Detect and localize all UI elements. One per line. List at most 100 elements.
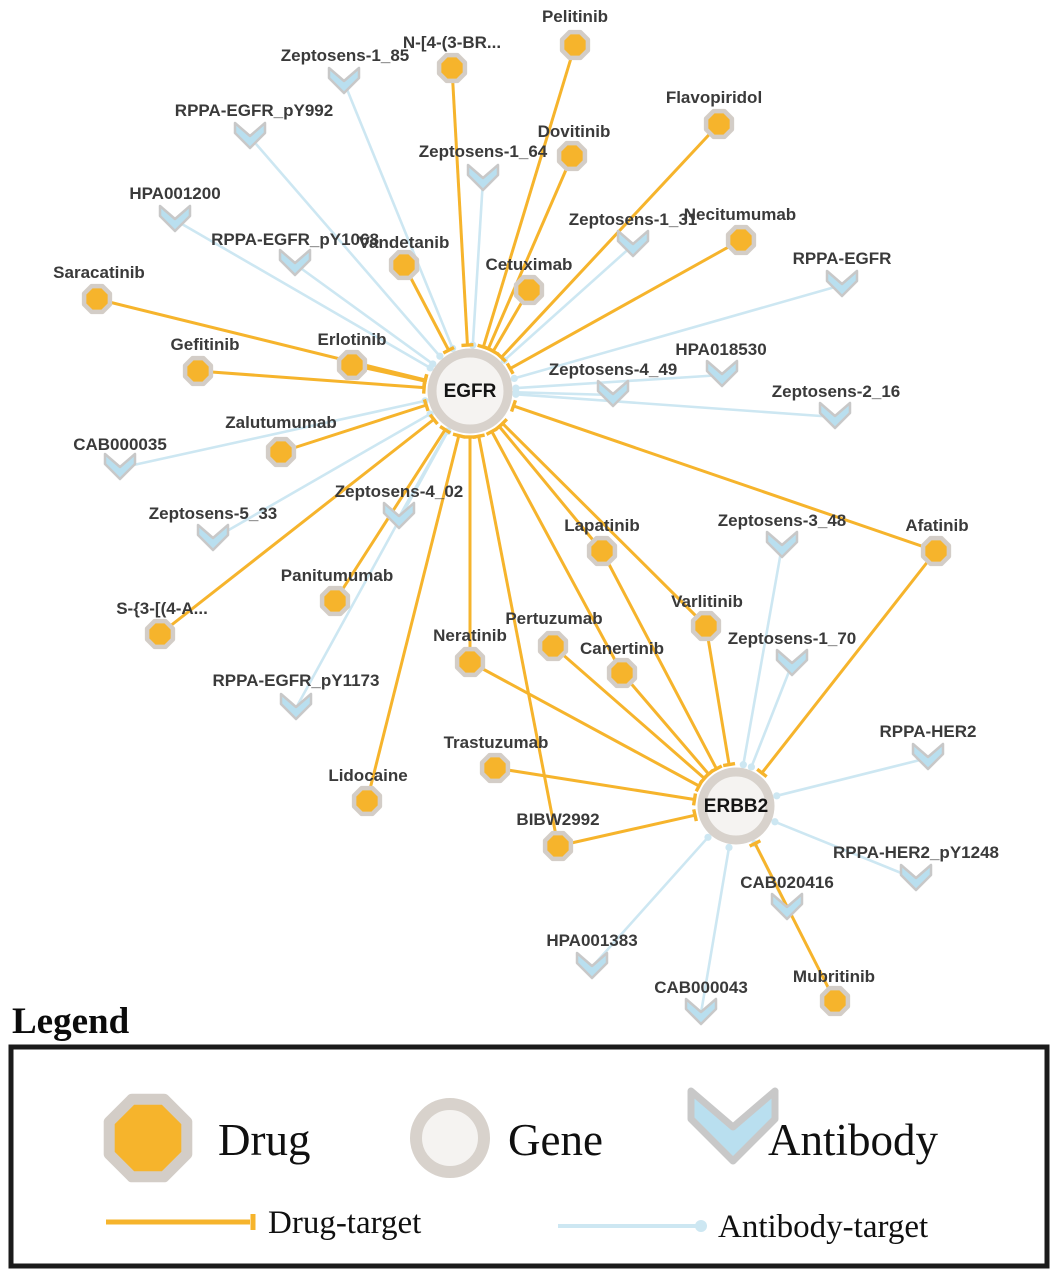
antibody-target-edge xyxy=(174,218,431,370)
drug-edge-tick xyxy=(422,374,429,388)
drug-label: Cetuximab xyxy=(486,255,573,274)
drug-target-edge xyxy=(469,660,700,788)
drug-label: Mubritinib xyxy=(793,967,875,986)
antibody-label: Zeptosens-1_70 xyxy=(728,629,857,648)
antibody-target-edge xyxy=(591,836,709,968)
antibody-node xyxy=(279,692,313,721)
antibody-label: RPPA-EGFR_pY992 xyxy=(175,101,333,120)
drug-label: Gefitinib xyxy=(171,335,240,354)
edges-layer xyxy=(96,44,938,1014)
antibody-target-edge xyxy=(212,412,431,541)
antibody-edge-dot xyxy=(512,390,520,398)
drug-target-edge xyxy=(486,155,574,350)
drug-icon xyxy=(103,1093,193,1183)
drug-target-edge xyxy=(494,766,695,801)
antibody-label: HPA001200 xyxy=(129,184,220,203)
antibody-target-edge-dot xyxy=(695,1220,707,1232)
drug-edge-tick xyxy=(485,427,498,436)
antibody-edge-dot xyxy=(429,360,437,368)
legend-gene-label: Gene xyxy=(508,1115,603,1165)
legend: Legend Drug Gene Antibody Drug-target An… xyxy=(8,1001,1050,1269)
drug-label: Zalutumumab xyxy=(225,413,336,432)
drug-label: Necitumumab xyxy=(684,205,796,224)
drug-label: Erlotinib xyxy=(318,330,387,349)
antibody-label: RPPA-EGFR_pY1068 xyxy=(211,230,379,249)
legend-antibody-label: Antibody xyxy=(768,1115,939,1165)
drug-node xyxy=(388,249,420,281)
drug-label: Varlitinib xyxy=(671,592,743,611)
drug-edge-tick xyxy=(452,432,466,439)
drug-label: Saracatinib xyxy=(53,263,145,282)
antibody-target-edge xyxy=(503,244,634,362)
drug-target-edge xyxy=(620,672,710,776)
drug-node xyxy=(556,140,588,172)
antibody-icon xyxy=(687,1087,779,1165)
antibody-node xyxy=(158,204,192,233)
drug-node xyxy=(265,436,297,468)
drug-node xyxy=(606,657,638,689)
antibody-target-edge xyxy=(342,81,454,349)
antibody-label: HPA018530 xyxy=(675,340,766,359)
drug-edge-tick xyxy=(439,425,452,435)
drug-edge-tick xyxy=(692,808,698,822)
antibody-edge-dot xyxy=(704,833,712,841)
legend-drug-target-label: Drug-target xyxy=(268,1205,421,1241)
labels-layer: Zeptosens-1_85RPPA-EGFR_pY992Zeptosens-1… xyxy=(53,7,999,997)
antibody-node xyxy=(765,530,799,559)
antibody-label: RPPA-EGFR_pY1173 xyxy=(213,671,380,690)
drug-edge-tick xyxy=(472,433,485,439)
antibody-target-edge xyxy=(750,663,794,768)
antibody-label: RPPA-HER2_pY1248 xyxy=(833,843,999,862)
drug-target-edge xyxy=(552,644,706,780)
antibody-target-edge xyxy=(742,545,784,765)
nodes-layer xyxy=(81,29,952,1026)
antibody-edge-dot xyxy=(739,761,747,769)
legend-antibody-target-label: Antibody-target xyxy=(718,1209,928,1245)
antibody-target-edge xyxy=(699,847,731,1014)
antibody-node xyxy=(899,863,933,892)
drug-target-edge xyxy=(365,435,461,802)
drug-label: S-{3-[(4-A... xyxy=(116,599,208,618)
antibody-node xyxy=(818,401,852,430)
drug-target-edge xyxy=(159,418,435,636)
antibody-edge-dot xyxy=(510,374,518,382)
drug-node xyxy=(920,535,952,567)
antibody-target-edge xyxy=(294,262,434,366)
drug-node xyxy=(336,349,368,381)
antibody-label: Zeptosens-5_33 xyxy=(149,504,278,523)
drug-edge-tick xyxy=(495,352,507,363)
drug-edge-tick xyxy=(694,779,704,793)
antibody-node xyxy=(616,229,650,258)
drug-node xyxy=(81,283,113,315)
drug-edge-tick xyxy=(509,399,518,413)
drug-label: Lapatinib xyxy=(564,516,640,535)
drug-label: Trastuzumab xyxy=(444,733,549,752)
drug-label: Pelitinib xyxy=(542,7,608,26)
antibody-node xyxy=(233,121,267,150)
antibody-edge-dot xyxy=(725,843,733,852)
drug-target-edge xyxy=(280,403,427,454)
drug-node xyxy=(690,610,722,642)
legend-title: Legend xyxy=(12,1001,130,1042)
antibody-label: Zeptosens-1_31 xyxy=(569,210,698,229)
drug-node xyxy=(513,274,545,306)
drug-label: Flavopiridol xyxy=(666,88,762,107)
drug-label: Afatinib xyxy=(905,516,968,535)
drug-label: Neratinib xyxy=(433,626,507,645)
drug-label: Dovitinib xyxy=(538,122,611,141)
drug-target-edge xyxy=(509,238,742,370)
drug-target-edge xyxy=(501,422,708,628)
drug-label: BIBW2992 xyxy=(516,810,599,829)
antibody-target-edge xyxy=(515,390,614,397)
antibody-label: Zeptosens-1_64 xyxy=(419,142,548,161)
drug-edge-tick xyxy=(748,839,762,848)
antibody-label: RPPA-HER2 xyxy=(880,722,977,741)
drug-node xyxy=(436,52,468,84)
antibody-edge-dot xyxy=(436,352,444,360)
drug-target-edge xyxy=(490,430,624,674)
drug-edge-tick xyxy=(703,768,715,780)
antibody-label: CAB000035 xyxy=(73,435,167,454)
drug-node xyxy=(542,830,574,862)
drug-target-edge xyxy=(760,550,938,774)
